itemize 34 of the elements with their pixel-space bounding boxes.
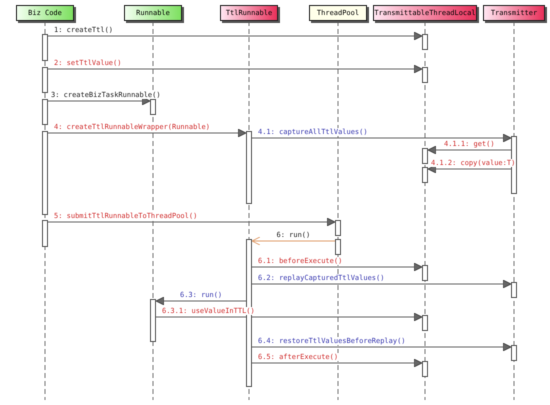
message-arrow <box>48 32 422 40</box>
activation-bar <box>511 282 517 298</box>
message-arrow <box>156 296 246 306</box>
activation-bar <box>42 99 48 125</box>
activation-bar <box>150 99 156 115</box>
message-arrow <box>252 134 512 142</box>
message-arrow <box>48 64 422 74</box>
activation-bar <box>150 299 156 342</box>
message-arrow <box>48 218 336 226</box>
activation-bar <box>422 148 428 164</box>
activation-bar <box>422 361 428 377</box>
message-arrow <box>252 342 512 352</box>
activation-bar <box>422 265 428 281</box>
message-arrow <box>156 312 422 322</box>
message-arrow <box>252 262 422 272</box>
activation-bar <box>511 345 517 361</box>
message-arrow <box>428 164 512 174</box>
activation-bar <box>422 67 428 83</box>
activation-bar <box>335 220 341 236</box>
activation-bar <box>42 220 48 247</box>
activation-bar <box>422 167 428 183</box>
activation-bar <box>42 34 48 61</box>
activation-bar <box>422 34 428 50</box>
activation-bar <box>335 239 341 255</box>
activation-bar <box>246 131 252 204</box>
message-arrow <box>428 146 512 154</box>
message-arrow <box>252 236 336 246</box>
message-arrow <box>252 358 422 368</box>
activation-bar <box>42 67 48 93</box>
message-arrow <box>48 128 246 138</box>
message-arrow <box>252 280 512 288</box>
activation-bar <box>422 315 428 331</box>
message-arrow <box>48 96 150 106</box>
activation-bar <box>42 131 48 215</box>
